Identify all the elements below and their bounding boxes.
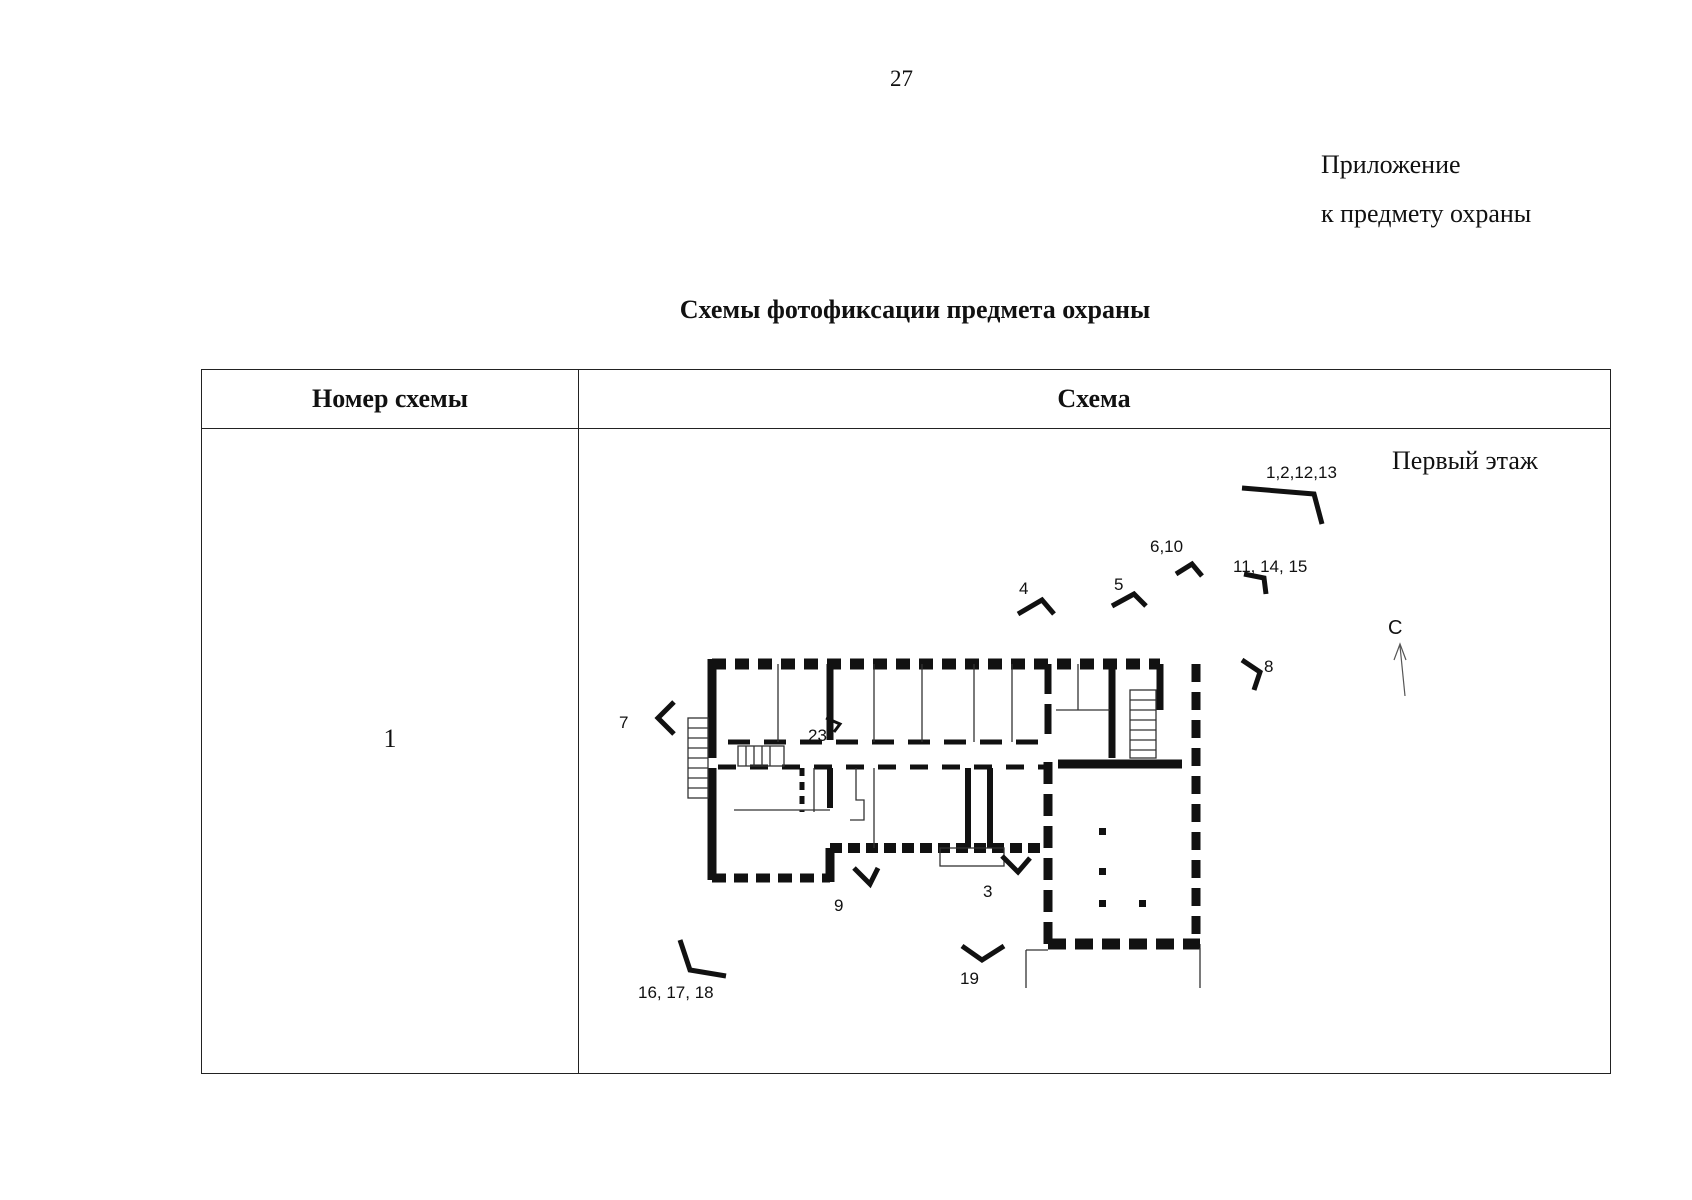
viewpoint-marker-23 — [825, 716, 843, 733]
viewpoint-marker-4 — [1016, 596, 1056, 617]
viewpoint-label-19: 19 — [960, 969, 979, 988]
viewpoint-label-3: 3 — [983, 882, 992, 901]
appendix-line-2: к предмету охраны — [1321, 199, 1532, 228]
column — [1139, 900, 1146, 907]
thin-partition — [850, 768, 865, 821]
viewpoint-marker-19 — [960, 943, 1006, 964]
viewpoint-label-9: 9 — [834, 896, 843, 915]
column — [1099, 828, 1106, 835]
page-number: 27 — [890, 66, 913, 91]
east-stair — [1129, 689, 1157, 759]
appendix-line-1: Приложение — [1321, 150, 1461, 179]
viewpoint-label-6-10: 6,10 — [1150, 537, 1183, 556]
viewpoint-marker-7 — [654, 700, 676, 736]
interior-thin-lines — [687, 664, 1201, 988]
appendix-note: Приложение к предмету охраны — [1321, 140, 1531, 238]
north-label: С — [1388, 617, 1402, 639]
north-arrow — [1393, 642, 1407, 697]
viewpoint-marker-1-2-12-13 — [1241, 485, 1325, 525]
viewpoint-label-11-14-15: 11, 14, 15 — [1233, 557, 1307, 576]
document-title: Схемы фотофиксации предмета охраны — [679, 295, 1151, 324]
viewpoint-marker-8 — [1240, 657, 1263, 691]
viewpoint-label-7: 7 — [619, 713, 628, 732]
table-header-divider — [202, 428, 1610, 429]
viewpoint-markers — [654, 485, 1325, 979]
viewpoint-marker-5 — [1110, 590, 1148, 609]
viewpoint-marker-3 — [1000, 854, 1032, 876]
viewpoint-label-16-17-18: 16, 17, 18 — [638, 983, 714, 1002]
floor-plan-scheme: С 1,2,12,13 6,10 11, 14, 15 4 5 8 7 23 — [619, 463, 1407, 1002]
viewpoint-marker-11-14-15 — [1243, 571, 1269, 595]
hall-columns — [1099, 828, 1146, 907]
scheme-number-cell: 1 — [383, 724, 397, 753]
column — [1099, 900, 1106, 907]
building-plan — [707, 658, 1201, 950]
header-scheme-number: Номер схемы — [311, 384, 469, 413]
header-scheme: Схема — [1057, 384, 1131, 413]
column — [1099, 868, 1106, 875]
viewpoint-marker-16-17-18 — [677, 939, 727, 979]
viewpoint-label-8: 8 — [1264, 657, 1273, 676]
table-column-divider — [578, 370, 579, 1073]
north-arrow-head — [1393, 642, 1407, 661]
north-arrow-shaft — [1399, 645, 1406, 697]
viewpoint-marker-9 — [852, 866, 881, 889]
interior-stair — [737, 745, 785, 767]
scheme-table: Номер схемы Схема 1 — [201, 369, 1611, 1074]
viewpoint-marker-6-10 — [1174, 560, 1204, 578]
viewpoint-label-1-2-12-13: 1,2,12,13 — [1266, 463, 1337, 482]
viewpoint-label-5: 5 — [1114, 575, 1123, 594]
floor-label: Первый этаж — [1392, 446, 1538, 475]
viewpoint-label-4: 4 — [1019, 579, 1028, 598]
viewpoint-label-23: 23 — [808, 726, 827, 745]
